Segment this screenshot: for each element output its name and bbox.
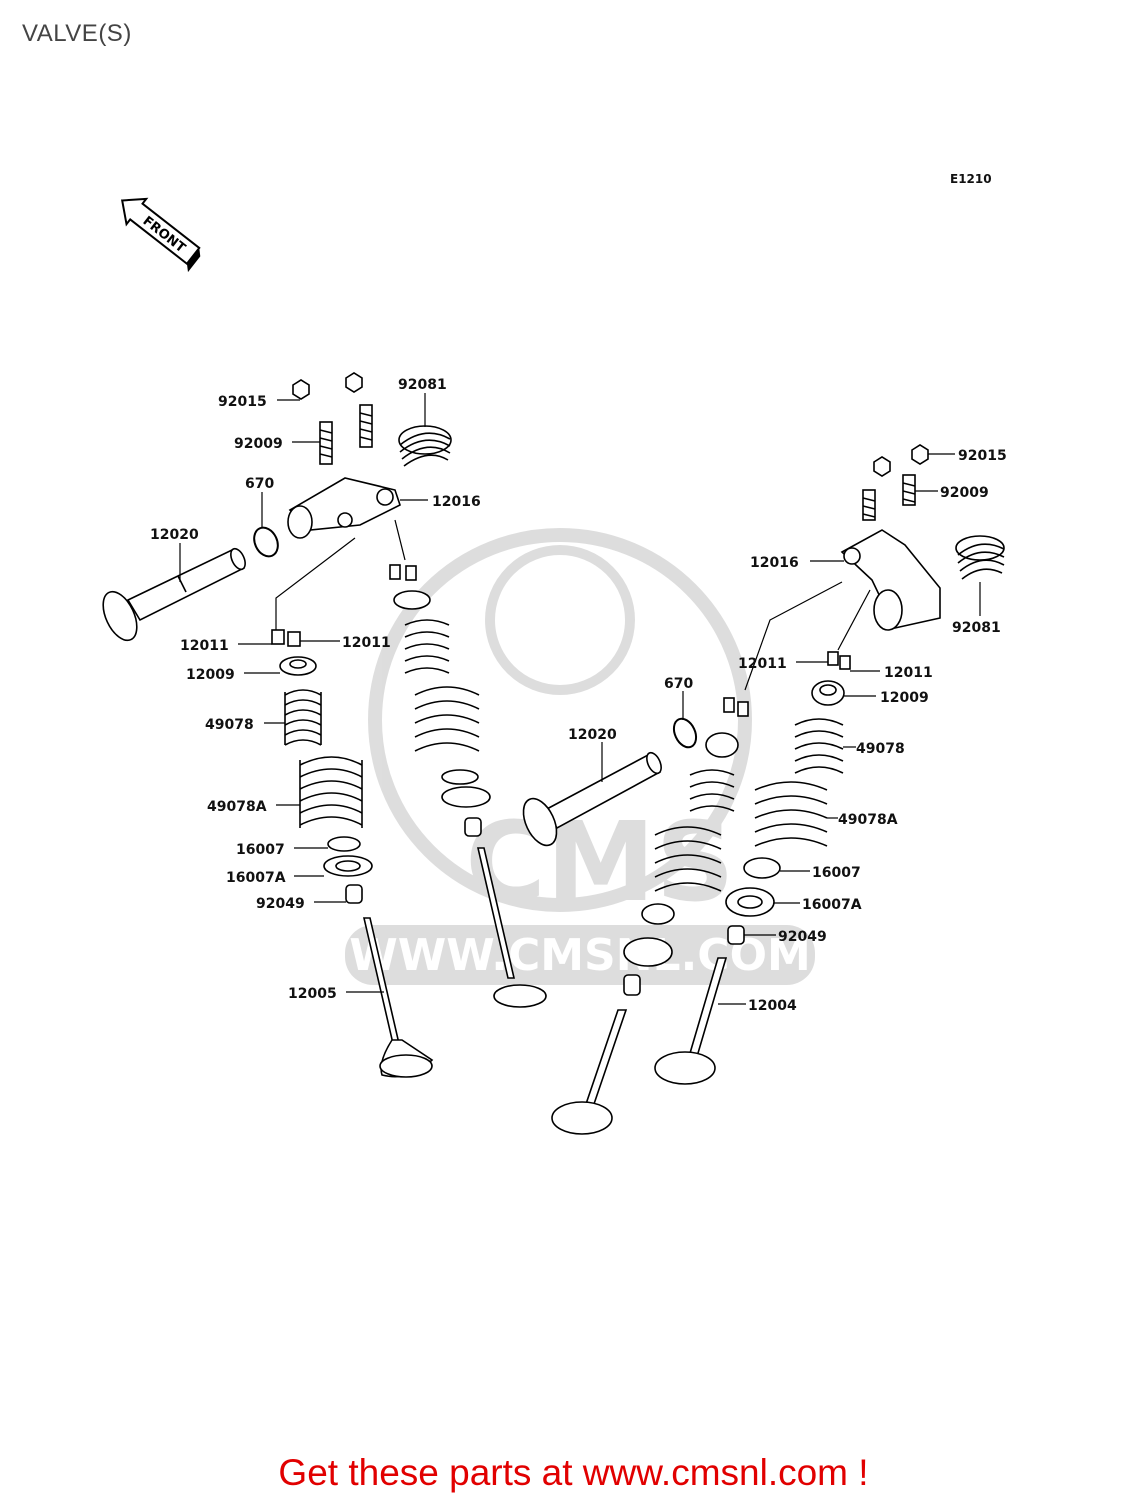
watermark-logo: CMS — [465, 798, 734, 926]
part-label: 670 — [664, 676, 693, 692]
diagram-code: E1210 — [950, 172, 992, 186]
part-label: 92009 — [940, 485, 989, 501]
part-label: 12011 — [180, 638, 229, 654]
part-label: 12016 — [432, 494, 481, 510]
part-label: 16007 — [812, 865, 861, 881]
part-label: 92049 — [256, 896, 305, 912]
part-label: 49078 — [205, 717, 254, 733]
part-label: 12005 — [288, 986, 337, 1002]
part-label: 12004 — [748, 998, 797, 1014]
part-label: 12011 — [884, 665, 933, 681]
part-label: 92009 — [234, 436, 283, 452]
part-label: 12016 — [750, 555, 799, 571]
part-label: 12009 — [880, 690, 929, 706]
part-label: 16007 — [236, 842, 285, 858]
part-label: 92081 — [952, 620, 1001, 636]
left-assembly — [102, 372, 547, 1078]
part-labels: 92015 92081 92009 670 12016 12020 12011 … — [150, 377, 1007, 1014]
part-label: 49078 — [856, 741, 905, 757]
part-label: 49078A — [207, 799, 267, 815]
part-label: 12009 — [186, 667, 235, 683]
watermark: CMS WWW.CMSNL.COM — [345, 528, 815, 985]
part-label: 12011 — [342, 635, 391, 651]
part-label: 92049 — [778, 929, 827, 945]
part-label: 16007A — [226, 870, 286, 886]
part-label: 12011 — [738, 656, 787, 672]
part-label: 92081 — [398, 377, 447, 393]
page-title: VALVE(S) — [22, 20, 132, 47]
part-label: 49078A — [838, 812, 898, 828]
front-arrow-icon: FRONT — [120, 197, 201, 273]
part-label: 92015 — [958, 448, 1007, 464]
part-label: 16007A — [802, 897, 862, 913]
part-label: 12020 — [568, 727, 617, 743]
promo-link[interactable]: Get these parts at www.cmsnl.com ! — [278, 1452, 869, 1493]
part-label: 670 — [245, 476, 274, 492]
valve-exploded-diagram: CMS WWW.CMSNL.COM FRONT — [102, 197, 1007, 1135]
part-label: 12020 — [150, 527, 199, 543]
leader-lines — [179, 393, 981, 1005]
right-assembly — [522, 444, 1005, 1135]
part-label: 92015 — [218, 394, 267, 410]
